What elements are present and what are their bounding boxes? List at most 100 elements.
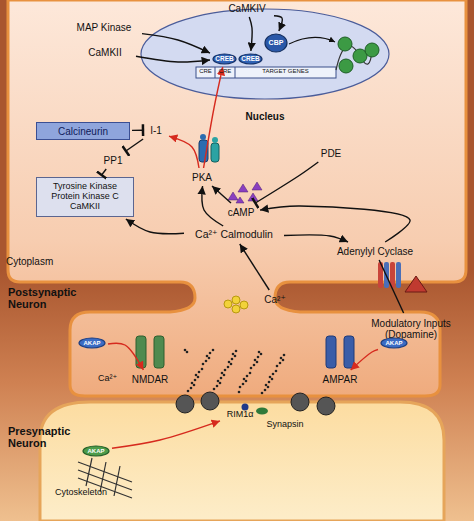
neurotransmitter-dot xyxy=(254,359,257,362)
neurotransmitter-dot xyxy=(191,382,194,385)
node-text: Nucleus xyxy=(246,111,285,122)
messenger-label: cAMP xyxy=(224,205,258,219)
neurotransmitter-dot xyxy=(253,364,256,367)
node-text: I-1 xyxy=(150,125,162,136)
signal-arrow xyxy=(112,421,220,448)
neurotransmitter-dot xyxy=(184,349,187,352)
vesicle xyxy=(291,393,309,411)
node-text: CREB xyxy=(215,55,233,62)
neurotransmitter-dot xyxy=(258,351,261,354)
neurotransmitter-dot xyxy=(205,360,208,363)
camp-molecule xyxy=(252,182,262,190)
cytoskeleton-hatch xyxy=(78,458,132,498)
shape-fill xyxy=(265,34,287,52)
signal-arrow xyxy=(284,235,348,242)
shape-fill xyxy=(83,446,109,456)
receptor-triangle xyxy=(405,276,427,292)
nucleosome xyxy=(365,43,379,57)
vesicle xyxy=(201,392,219,410)
node-text: Synapsin xyxy=(266,420,303,430)
text-label: Cytoskeleton xyxy=(55,488,135,498)
neurotransmitter-dot xyxy=(267,386,270,389)
vesicle xyxy=(317,397,335,415)
signal-arrow xyxy=(274,16,282,31)
node-text: CREB xyxy=(241,55,259,62)
nucleosome xyxy=(353,49,367,63)
node-text: PP1 xyxy=(104,155,123,166)
node-text: CaMKII xyxy=(70,202,100,212)
segment-divider xyxy=(235,67,236,78)
protein-label: RIM1α xyxy=(222,408,258,421)
node-text: Adenylyl Cyclase xyxy=(337,246,413,257)
signal-arrow xyxy=(108,343,143,370)
pka-subunit xyxy=(199,140,208,162)
anchor-protein: AKAP xyxy=(82,445,110,457)
signal-arrow xyxy=(136,56,210,62)
node-text: Calcineurin xyxy=(58,126,108,137)
text-label: Ca²⁺ xyxy=(98,374,126,384)
neurotransmitter-dot xyxy=(275,370,278,373)
acetylation-arrow xyxy=(289,37,335,44)
neurotransmitter-dot xyxy=(276,365,279,368)
chromatin-thread xyxy=(336,46,372,70)
camp-molecule xyxy=(248,193,258,201)
neurotransmitter-dot xyxy=(201,368,204,371)
neurotransmitter-dot xyxy=(235,350,238,353)
inhibitor-label: I-1 xyxy=(145,123,167,137)
neurotransmitter-dot xyxy=(256,361,259,364)
nucleosomes xyxy=(289,37,379,73)
filament xyxy=(114,466,120,496)
phosphatase-label: PP1 xyxy=(100,153,126,167)
signal-arrow xyxy=(126,219,184,234)
text-label: Cytoplasm xyxy=(6,256,86,267)
neurotransmitter-dot xyxy=(227,366,230,369)
neurotransmitter-dot xyxy=(206,355,209,358)
coactivator-circle: CBP xyxy=(264,33,288,53)
neurotransmitter-dot xyxy=(246,375,249,378)
dna-bar xyxy=(196,67,336,78)
synaptic-vesicles xyxy=(176,392,335,415)
nucleosome xyxy=(338,37,352,51)
postsynaptic-membrane xyxy=(8,0,466,396)
node-text: PDE xyxy=(321,148,342,159)
neurotransmitter-dot xyxy=(261,392,264,395)
signal-arrow xyxy=(351,350,378,370)
node-text: CaMKII xyxy=(88,47,121,58)
signal-arrow xyxy=(132,129,143,131)
neurotransmitter-dot xyxy=(190,387,193,390)
neurotransmitter-dot xyxy=(216,385,219,388)
ampar-channel xyxy=(326,336,354,368)
neurotransmitter-dot xyxy=(187,390,190,393)
messenger-label: Ca²⁺ Calmodulin xyxy=(186,228,282,242)
neurotransmitter-dot xyxy=(212,349,215,352)
neurotransmitter-dot xyxy=(234,355,237,358)
node-text: PKA xyxy=(192,172,212,183)
neurotransmitter-dot xyxy=(239,386,242,389)
nmdar-channel xyxy=(136,336,164,368)
neurotransmitter-dot xyxy=(282,359,285,362)
pka-icon xyxy=(199,134,219,162)
node-text: AKAP xyxy=(83,340,100,347)
receptor-label: AMPAR xyxy=(318,372,362,386)
signal-arrow xyxy=(202,186,223,226)
neurotransmitter-dot xyxy=(279,362,282,365)
neurotransmitter-dot xyxy=(220,377,223,380)
node-text: AMPAR xyxy=(323,374,358,385)
enzyme-label: PDE xyxy=(316,146,346,160)
cyclase-bar xyxy=(396,262,401,288)
neurotransmitter-dot xyxy=(269,376,272,379)
neurotransmitter-dot xyxy=(193,384,196,387)
sphere xyxy=(224,300,232,308)
neurotransmitter-dot xyxy=(280,357,283,360)
sphere xyxy=(232,296,240,304)
node-text: AKAP xyxy=(385,340,402,347)
signal-arrow xyxy=(142,34,210,53)
neurotransmitter-cloud xyxy=(184,349,286,395)
neurotransmitter-dot xyxy=(272,373,275,376)
filament xyxy=(78,470,132,490)
neurotransmitter-dot xyxy=(232,353,235,356)
camp-molecule xyxy=(228,192,238,200)
receptor-subunit xyxy=(326,336,336,368)
neurotransmitter-dot xyxy=(213,388,216,391)
